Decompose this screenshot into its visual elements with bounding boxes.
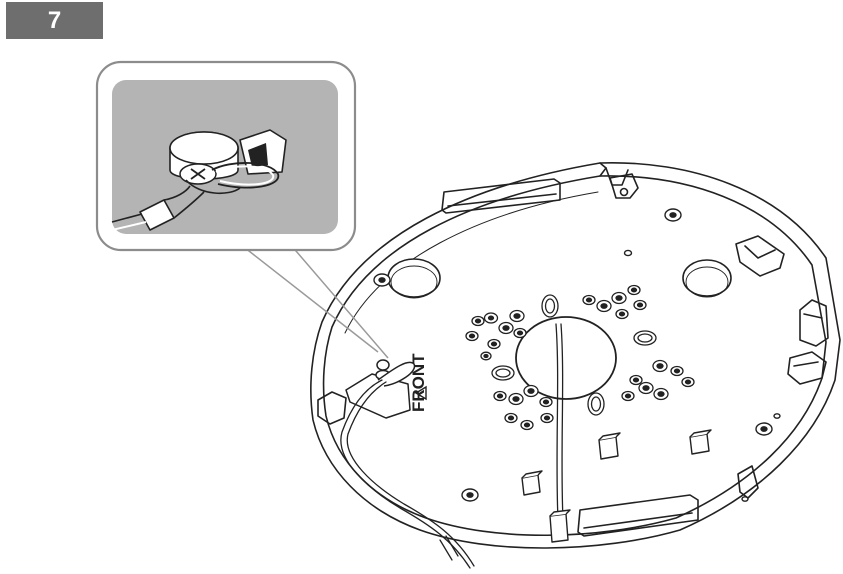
front-marking: FRONT xyxy=(409,353,428,412)
safety-wire xyxy=(340,323,564,569)
front-label: FRONT xyxy=(409,353,428,412)
central-cable-opening xyxy=(515,316,617,400)
mounting-pads xyxy=(387,258,732,299)
alignment-tabs xyxy=(521,429,712,496)
hole-pattern xyxy=(465,284,695,431)
safety-wire-bracket xyxy=(345,359,416,419)
step-number-badge: 7 xyxy=(6,2,103,39)
mounting-base-plate xyxy=(310,162,841,549)
detail-callout xyxy=(95,60,389,359)
wire-connector xyxy=(549,509,571,543)
screw-holes xyxy=(373,208,781,502)
